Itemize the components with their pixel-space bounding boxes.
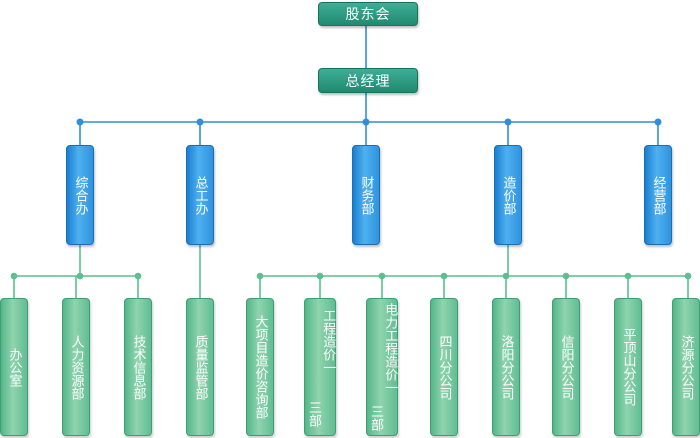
dept-chief-engineer-office: 总工办 [186, 145, 214, 245]
sub-label-col-1: 电力工程造价一 [382, 303, 398, 394]
dept-label: 综合办 [72, 175, 88, 215]
sub-power-engineering-cost: 电力工程造价一 三部 [366, 298, 398, 436]
sub-label: 济源分公司 [678, 334, 694, 400]
dept-label: 经营部 [650, 175, 666, 215]
sub-sichuan-branch: 四川分公司 [430, 298, 458, 436]
sub-luoyang-branch: 洛阳分公司 [492, 298, 520, 436]
sub-label: 大项目造价咨询部 [252, 315, 268, 419]
sub-label-col-1: 工程造价一 [320, 309, 336, 374]
sub-label: 技术信息部 [130, 334, 146, 400]
node-label: 股东会 [345, 7, 391, 23]
node-general-manager: 总经理 [318, 68, 418, 93]
node-label: 总经理 [345, 73, 391, 90]
sub-tech-info: 技术信息部 [124, 298, 152, 436]
dept-business: 经营部 [644, 145, 672, 245]
sub-xinyang-branch: 信阳分公司 [552, 298, 580, 436]
sub-office: 办公室 [0, 298, 28, 436]
sub-quality-supervision: 质量监管部 [186, 298, 214, 436]
dept-label: 总工办 [192, 175, 208, 215]
node-shareholders: 股东会 [318, 2, 418, 26]
sub-label-col-2: 三部 [306, 401, 321, 427]
sub-label: 办公室 [6, 347, 22, 387]
sub-label: 信阳分公司 [558, 334, 574, 400]
sub-human-resources: 人力资源部 [62, 298, 90, 436]
dept-finance: 财务部 [352, 145, 380, 245]
dept-cost: 造价部 [494, 145, 522, 245]
dept-general-office: 综合办 [66, 145, 94, 245]
dept-label: 财务部 [358, 175, 374, 215]
sub-major-project-cost: 大项目造价咨询部 [246, 298, 274, 436]
sub-label: 平顶山分公司 [620, 328, 636, 406]
sub-label-col-2: 三部 [368, 405, 383, 431]
dept-label: 造价部 [500, 175, 516, 215]
sub-pingdingshan-branch: 平顶山分公司 [614, 298, 642, 436]
sub-label: 洛阳分公司 [498, 334, 514, 400]
sub-label: 人力资源部 [68, 334, 84, 400]
sub-jiyuan-branch: 济源分公司 [672, 298, 700, 436]
sub-label: 质量监管部 [192, 334, 208, 400]
sub-engineering-cost: 工程造价一 三部 [304, 298, 336, 436]
sub-label: 四川分公司 [436, 334, 452, 400]
